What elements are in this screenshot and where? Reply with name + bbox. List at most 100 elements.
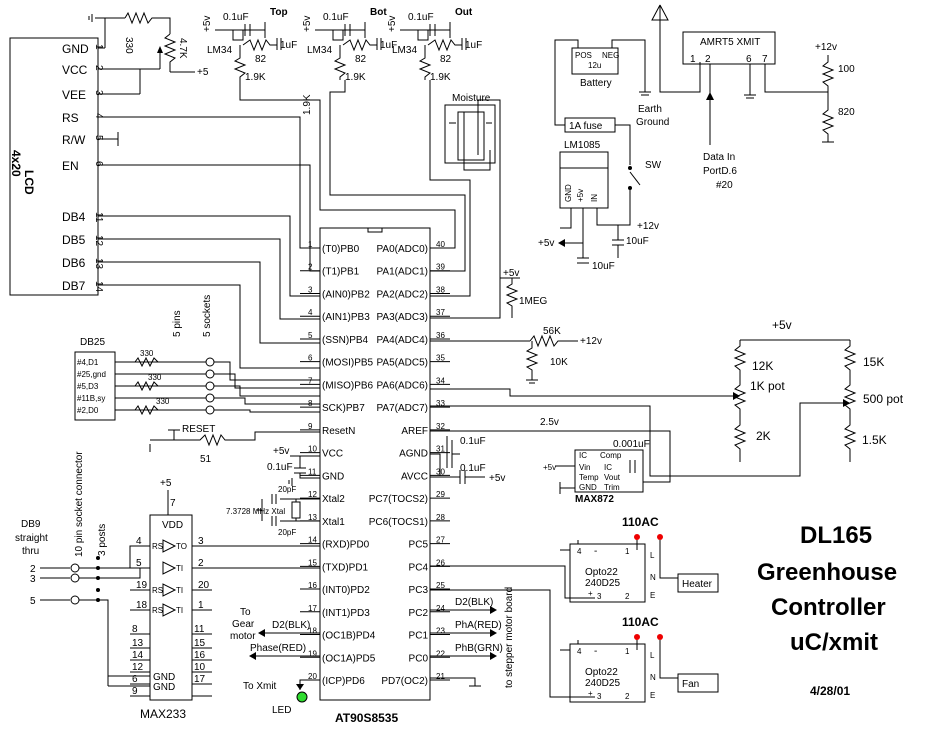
- sensor-name: Out: [455, 7, 473, 18]
- moisture-r: 1MEG: [519, 296, 548, 307]
- mcu-right-label: PD7(OC2): [381, 676, 428, 687]
- max233-extra-r: 11: [194, 624, 205, 635]
- mcu-right-label: PA0(ADC0): [377, 244, 429, 255]
- mcu-right-num: 40: [436, 240, 445, 249]
- db25-r: 330: [148, 373, 162, 382]
- lcd-pin-num: 5: [93, 135, 104, 141]
- pwr-v12b: +12v: [637, 221, 659, 232]
- mcu-left-label: (MISO)PB6: [322, 380, 374, 391]
- max233-row-lab: RSO: [152, 606, 169, 615]
- max233-p7: 7: [170, 498, 176, 509]
- max233-row-lab: RSO: [152, 586, 169, 595]
- mcu-left-num: 2: [308, 263, 313, 272]
- max872-ic2: IC: [604, 463, 612, 472]
- mcu-right-num: 23: [436, 627, 445, 636]
- lcd-name: LCD: [22, 170, 36, 195]
- xtal-c1: 20pF: [278, 485, 296, 494]
- mcu-left-label: (INT0)PD2: [322, 585, 370, 596]
- max233-row-l: 18: [136, 600, 148, 611]
- xmit-p7: 7: [762, 54, 768, 65]
- max233-extra-r: 17: [194, 674, 206, 685]
- pwr-pos: POS: [575, 51, 592, 60]
- pa4-divider: 56K +12v 10K: [430, 326, 602, 384]
- mcu-left-label: (ICP)PD6: [322, 676, 365, 687]
- mcu-right-num: 32: [436, 422, 445, 431]
- sensor-v: +5v: [387, 16, 398, 32]
- sensor-name: Bot: [370, 7, 387, 18]
- sensor-chip: LM34: [392, 45, 417, 56]
- motor-section: To Gear motor D2(BLK) Phase(RED) To Xmit…: [230, 565, 595, 716]
- opto-p4: 4: [577, 647, 582, 656]
- mcu-right-label: PC4: [409, 562, 429, 573]
- title-line1: DL165: [800, 522, 872, 549]
- sensor-r1: 82: [255, 54, 267, 65]
- mcu-left-label: SCK)PB7: [322, 403, 365, 414]
- xmit-data2: PortD.6: [703, 166, 737, 177]
- crystal: 7.3728 MHz Xtal 20pF 20pF: [226, 485, 320, 537]
- db25-pin-label: #4,D1: [77, 358, 99, 367]
- mcu-left-num: 15: [308, 558, 317, 567]
- mcu-left-num: 18: [308, 627, 317, 636]
- mcu-right-num: 28: [436, 513, 445, 522]
- motor-gear1: To: [240, 607, 251, 618]
- mcu-left-num: 1: [308, 240, 313, 249]
- sensor-r1: 82: [355, 54, 367, 65]
- mcu-right-num: 22: [436, 649, 445, 658]
- max872-temp: Temp: [579, 473, 599, 482]
- lcd-r330: 330: [123, 37, 134, 54]
- mcu-right-num: 27: [436, 536, 445, 545]
- db9-pin: 5: [30, 596, 36, 607]
- vcc-decoupling: +5v 0.1uF: [267, 446, 320, 486]
- vcc-v: +5v: [273, 446, 289, 457]
- motor-phase: Phase(RED): [250, 643, 306, 654]
- pots-r12k: 12K: [752, 359, 773, 373]
- pa4-v: +12v: [580, 336, 602, 347]
- sensor-v: +5v: [302, 16, 313, 32]
- lcd-pin-num: 13: [93, 258, 104, 270]
- power-section: POS NEG 12u Battery 1A fuse Earth Ground…: [538, 39, 669, 272]
- sensor-chip: LM34: [207, 45, 232, 56]
- serial-section: DB9 straight thru 10 pin socket connecto…: [15, 451, 320, 721]
- lcd-pin-label: EN: [62, 159, 79, 173]
- pwr-c2: 10uF: [592, 261, 615, 272]
- opto-p2: 2: [625, 592, 630, 601]
- mcu-right-label: PA5(ADC5): [377, 358, 429, 369]
- motor-gear2: Gear: [232, 619, 255, 630]
- max233-name: MAX233: [140, 707, 186, 721]
- sensor-r2: 1.9K: [245, 72, 266, 83]
- pwr-v5: +5v: [538, 238, 554, 249]
- max233-extra-r: 16: [194, 650, 206, 661]
- max872-c3: 0.001uF: [613, 439, 650, 450]
- mcu-right-label: PA4(ADC4): [377, 335, 429, 346]
- xmit-v12: +12v: [815, 42, 837, 53]
- max233-row-l: 5: [136, 558, 142, 569]
- mcu-right-label: PC0: [409, 653, 429, 664]
- max233-extra-l: 14: [132, 650, 144, 661]
- opto-n: N: [650, 673, 656, 682]
- lcd-pin-label: VCC: [62, 63, 88, 77]
- max872-ic1: IC: [579, 451, 587, 460]
- pots-r2k: 2K: [756, 429, 771, 443]
- mcu-left-num: 14: [308, 536, 317, 545]
- lcd-pin-label: R/W: [62, 133, 86, 147]
- moisture-v: +5v: [503, 268, 519, 279]
- motor-gear3: motor: [230, 631, 256, 642]
- db25-r: 330: [140, 349, 154, 358]
- mcu-name: AT90S8535: [335, 711, 398, 725]
- mcu-right-label: PC2: [409, 608, 429, 619]
- opto-e: E: [650, 691, 655, 700]
- opto-p3: 3: [597, 692, 602, 701]
- pots-v: +5v: [772, 318, 792, 332]
- pwr-in: IN: [590, 194, 599, 202]
- opto-p2: 2: [625, 692, 630, 701]
- pwr-earth2: Ground: [636, 117, 669, 128]
- sensor-cap: 0.1uF: [323, 12, 349, 23]
- opto-p3: 3: [597, 592, 602, 601]
- lcd-pin-label: DB6: [62, 256, 86, 270]
- db25-p5: 5 pins: [172, 310, 183, 337]
- mcu-right-num: 37: [436, 308, 445, 317]
